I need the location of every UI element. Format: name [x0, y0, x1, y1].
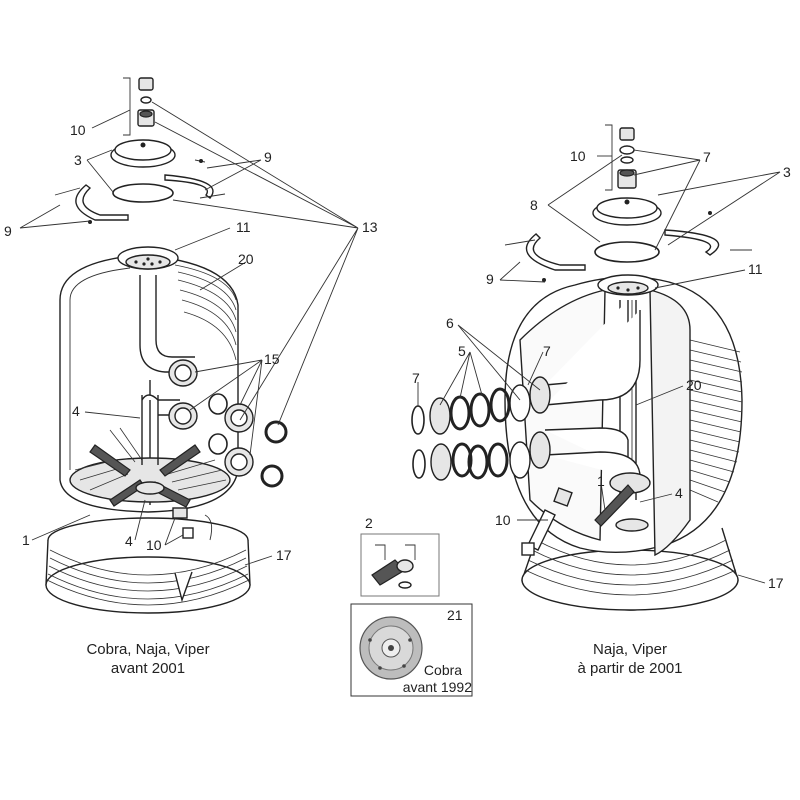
right-filter-caption: Naja, Viper à partir de 2001 — [550, 640, 710, 678]
right-label-4: 4 — [675, 485, 683, 501]
left-unions-part-15 — [168, 359, 288, 488]
left-label-20: 20 — [238, 251, 254, 267]
right-caption-period: à partir de 2001 — [577, 660, 683, 677]
inset-label-21: 21 — [447, 607, 463, 623]
left-tank-body — [59, 254, 239, 513]
left-clamp-part-9 — [54, 159, 226, 224]
right-clamp-part-9 — [504, 211, 752, 282]
inset-valve-part-2: 2 — [360, 515, 440, 597]
right-label-10-top: 10 — [570, 148, 586, 164]
left-lid-part-3 — [110, 139, 176, 203]
right-diffuser-part-11 — [597, 274, 659, 296]
left-label-9-left: 9 — [4, 223, 12, 239]
right-leader-lines — [417, 149, 781, 584]
right-label-5: 5 — [458, 343, 466, 359]
left-leader-lines — [19, 101, 359, 566]
left-label-4-bottom: 4 — [125, 533, 133, 549]
right-unions-part-5-6-7 — [411, 376, 551, 481]
left-label-15: 15 — [264, 351, 280, 367]
left-label-13: 13 — [362, 219, 378, 235]
right-valve-part-10 — [605, 124, 637, 191]
right-label-11: 11 — [748, 261, 763, 277]
right-label-7-mid: 7 — [543, 343, 551, 359]
right-label-6: 6 — [446, 315, 454, 331]
left-label-10-bottom: 10 — [146, 537, 162, 553]
right-label-1: 1 — [597, 473, 605, 489]
inset-diffuser-part-21: 21 — [350, 603, 473, 697]
right-label-3: 3 — [783, 164, 791, 180]
right-base-part-17 — [521, 527, 739, 611]
left-diffuser-part-11 — [117, 246, 179, 270]
left-caption-period: avant 2001 — [110, 660, 186, 677]
inset-21-caption-period: avant 1992 — [390, 679, 472, 696]
right-label-17: 17 — [768, 575, 784, 591]
right-caption-models: Naja, Viper — [593, 641, 667, 658]
right-label-7-top: 7 — [703, 149, 711, 165]
right-label-20: 20 — [686, 377, 702, 393]
inset-caption-period: avant 1992 — [402, 679, 472, 695]
left-label-4-mid: 4 — [72, 403, 80, 419]
left-label-1: 1 — [22, 532, 30, 548]
left-label-17: 17 — [276, 547, 292, 563]
right-label-10-bottom: 10 — [495, 512, 511, 528]
left-base-part-17 — [45, 517, 251, 614]
left-filter-assembly: 10 3 9 9 13 11 20 15 4 1 4 10 17 — [4, 77, 378, 614]
left-drain-part-10 — [172, 507, 213, 541]
left-laterals-part-4 — [69, 427, 231, 508]
left-label-3: 3 — [74, 152, 82, 168]
left-filter-caption: Cobra, Naja, Viper avant 2001 — [60, 640, 236, 678]
right-label-9: 9 — [486, 271, 494, 287]
right-lid-part-3 — [592, 197, 662, 263]
inset-21-caption: Cobra — [414, 662, 472, 679]
right-label-7-left: 7 — [412, 370, 420, 386]
left-caption-models: Cobra, Naja, Viper — [86, 641, 210, 658]
right-tank-body — [504, 276, 743, 557]
left-label-10-top: 10 — [70, 122, 86, 138]
left-label-11: 11 — [236, 219, 251, 235]
left-valve-part-10 — [123, 77, 155, 136]
right-label-8: 8 — [530, 197, 538, 213]
left-label-9-right: 9 — [264, 149, 272, 165]
right-drain-part-10 — [521, 487, 573, 556]
inset-caption-model: Cobra — [423, 662, 463, 678]
inset-label-2: 2 — [365, 515, 373, 531]
right-filter-assembly: 10 7 3 8 9 11 6 5 7 7 20 1 4 10 17 — [411, 124, 791, 611]
